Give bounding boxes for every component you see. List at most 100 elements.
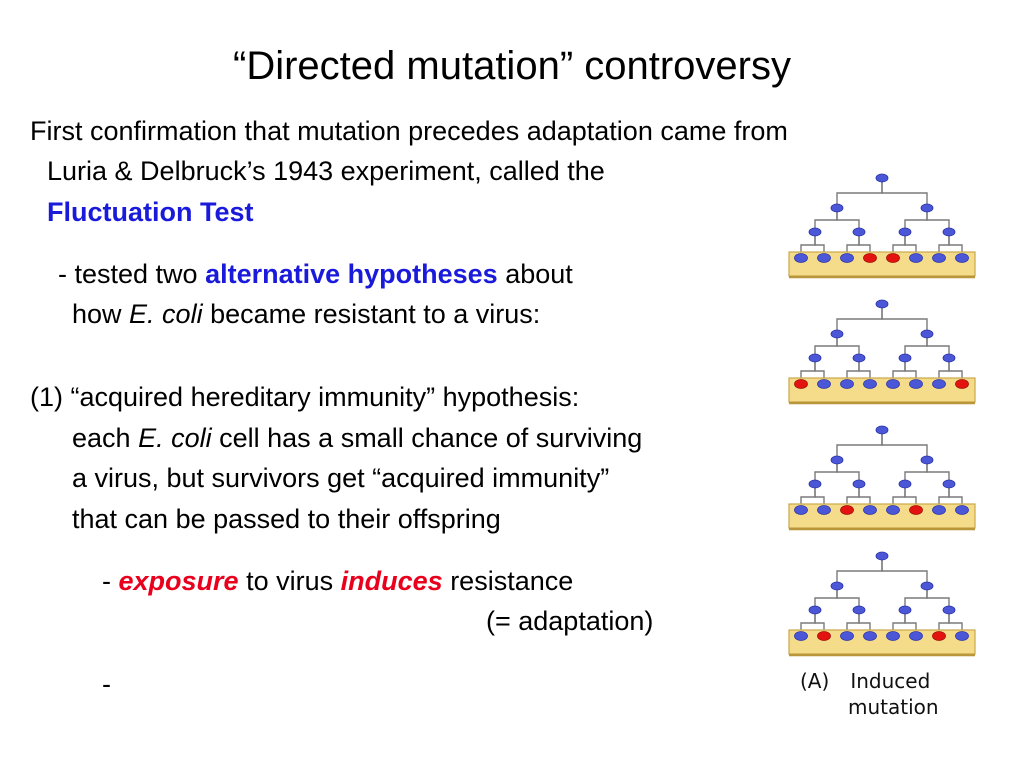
- sensitive-cell: [840, 631, 854, 641]
- hypothesis-1-heading: (1) “acquired hereditary immunity” hypot…: [30, 382, 580, 412]
- sensitive-cell: [817, 253, 831, 263]
- cell-node: [875, 299, 889, 309]
- empty-bullet-dash: -: [102, 669, 111, 699]
- tested-how: how: [72, 299, 122, 329]
- sensitive-cell: [840, 379, 854, 389]
- tree-branch: [926, 208, 950, 232]
- cell-node: [898, 605, 912, 615]
- cell-node: [942, 353, 956, 363]
- cell-node: [942, 227, 956, 237]
- tested-virus: became resistant to a virus:: [210, 299, 541, 329]
- sensitive-cell: [932, 379, 946, 389]
- each-word: each: [72, 423, 131, 453]
- hypothesis-1-line-2: a virus, but survivors get “acquired imm…: [72, 463, 610, 493]
- resistant-cell: [886, 253, 900, 263]
- exposure-point: - exposure to virus induces resistance: [102, 564, 573, 598]
- cell-node: [875, 173, 889, 183]
- page-title: “Directed mutation” controversy: [233, 44, 791, 88]
- tested-prefix: - tested two: [58, 259, 198, 289]
- tree-branch: [881, 430, 928, 460]
- resistant-cell: [840, 505, 854, 515]
- sensitive-cell: [909, 253, 923, 263]
- ecoli-italic: E. coli: [129, 299, 203, 329]
- tree-branch: [881, 304, 928, 334]
- resistance-word: resistance: [450, 566, 574, 596]
- tested-line-2: how E. coli became resistant to a virus:: [72, 297, 540, 331]
- cell-node: [875, 425, 889, 435]
- tree-branch: [836, 334, 860, 358]
- cell-node: [808, 353, 822, 363]
- cell-node: [830, 455, 844, 465]
- caption-line-1: (A) Induced: [800, 668, 939, 694]
- sensitive-cell: [955, 505, 969, 515]
- sensitive-cell: [932, 253, 946, 263]
- tree-branch: [836, 460, 860, 484]
- cell-node: [808, 605, 822, 615]
- sensitive-cell: [863, 379, 877, 389]
- sensitive-cell: [909, 631, 923, 641]
- sensitive-cell: [840, 253, 854, 263]
- induces-word: induces: [340, 566, 443, 596]
- sensitive-cell: [955, 253, 969, 263]
- cell-node: [808, 227, 822, 237]
- cell-node: [920, 329, 934, 339]
- cell-node: [920, 203, 934, 213]
- cell-node: [942, 605, 956, 615]
- figure-caption: (A) Induced mutation: [800, 668, 939, 720]
- cell-node: [875, 551, 889, 561]
- tree-branch: [836, 178, 883, 208]
- sensitive-cell: [794, 631, 808, 641]
- tested-suffix: about: [505, 259, 573, 289]
- fluctuation-test-term: Fluctuation Test: [47, 197, 254, 227]
- intro-line-1: First confirmation that mutation precede…: [30, 116, 788, 146]
- surviving-text: cell has a small chance of surviving: [219, 423, 643, 453]
- sensitive-cell: [817, 505, 831, 515]
- resistant-cell: [955, 379, 969, 389]
- tested-line-1: - tested two alternative hypotheses abou…: [58, 257, 573, 291]
- sensitive-cell: [932, 505, 946, 515]
- alternative-hypotheses-term: alternative hypotheses: [205, 259, 498, 289]
- resistant-cell: [817, 631, 831, 641]
- cell-node: [830, 203, 844, 213]
- hypothesis-1-line-3: that can be passed to their offspring: [72, 504, 501, 534]
- tree-branch: [881, 178, 928, 208]
- tree-branch: [881, 556, 928, 586]
- to-virus-text: to virus: [246, 566, 334, 596]
- cell-node: [852, 353, 866, 363]
- cell-node: [920, 455, 934, 465]
- cell-node: [830, 329, 844, 339]
- caption-mutation: mutation: [848, 695, 939, 719]
- caption-tag: (A): [800, 669, 830, 693]
- bullet-dash: -: [102, 566, 111, 596]
- sensitive-cell: [817, 379, 831, 389]
- tree-branch: [836, 586, 860, 610]
- exposure-word: exposure: [118, 566, 239, 596]
- intro-line-2: Luria & Delbruck’s 1943 experiment, call…: [47, 156, 605, 186]
- tree-branch: [836, 208, 860, 232]
- cell-node: [898, 227, 912, 237]
- caption-induced: Induced: [850, 669, 931, 693]
- tree-branch: [836, 556, 883, 586]
- cell-node: [852, 479, 866, 489]
- sensitive-cell: [909, 379, 923, 389]
- cell-node: [852, 227, 866, 237]
- agar-plate: [788, 251, 976, 277]
- sensitive-cell: [886, 505, 900, 515]
- tree-branch: [836, 430, 883, 460]
- sensitive-cell: [794, 253, 808, 263]
- tree-branch: [836, 304, 883, 334]
- hypothesis-1-line-1: each E. coli cell has a small chance of …: [72, 421, 642, 455]
- agar-plate: [788, 629, 976, 655]
- sensitive-cell: [794, 505, 808, 515]
- cell-node: [898, 479, 912, 489]
- sensitive-cell: [886, 631, 900, 641]
- resistant-cell: [932, 631, 946, 641]
- tree-branch: [926, 586, 950, 610]
- cell-node: [898, 353, 912, 363]
- cell-node: [808, 479, 822, 489]
- sensitive-cell: [863, 505, 877, 515]
- resistant-cell: [909, 505, 923, 515]
- tree-branch: [926, 334, 950, 358]
- resistant-cell: [794, 379, 808, 389]
- cell-node: [852, 605, 866, 615]
